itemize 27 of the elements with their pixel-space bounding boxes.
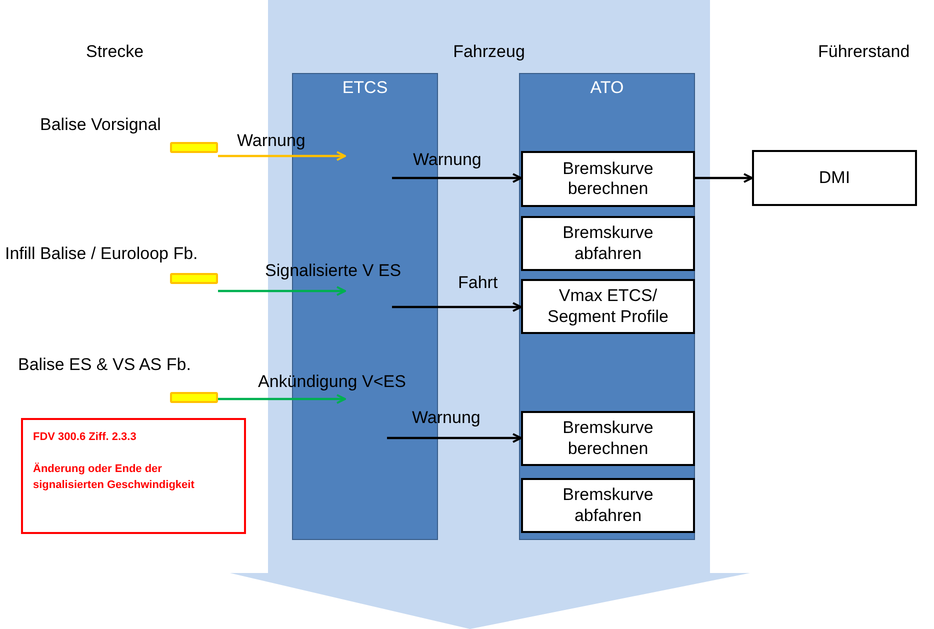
process-box: DMI [752, 150, 917, 206]
column-title: ATO [590, 78, 624, 98]
lane-title: Führerstand [818, 42, 910, 62]
balise-label: Balise Vorsignal [40, 115, 161, 135]
arrow [392, 302, 522, 312]
vehicle-zone-panel [230, 0, 750, 629]
note-box [21, 418, 246, 534]
lane-title: Strecke [86, 42, 144, 62]
column-title: ETCS [342, 78, 388, 98]
process-box: Vmax ETCS/ Segment Profile [521, 279, 695, 334]
balise-label: Infill Balise / Euroloop Fb. [5, 244, 198, 264]
process-box: Bremskurve abfahren [521, 216, 695, 271]
process-box: Bremskurve berechnen [521, 151, 695, 207]
process-box: Bremskurve abfahren [521, 478, 695, 533]
note-text: FDV 300.6 Ziff. 2.3.3 [33, 430, 138, 445]
arrow [218, 286, 346, 296]
arrow [387, 433, 522, 443]
process-box: Bremskurve berechnen [521, 411, 695, 466]
balise-label: Balise ES & VS AS Fb. [18, 355, 191, 375]
system-column [519, 73, 695, 540]
arrow [695, 173, 753, 183]
band-title: Fahrzeug [453, 42, 525, 62]
arrow [218, 394, 346, 404]
note-text: Änderung oder Ende der signalisierten Geschwindigkeit [33, 462, 196, 493]
arrow [218, 151, 346, 161]
edge-label: Fahrt [458, 273, 498, 293]
arrow [392, 173, 522, 183]
